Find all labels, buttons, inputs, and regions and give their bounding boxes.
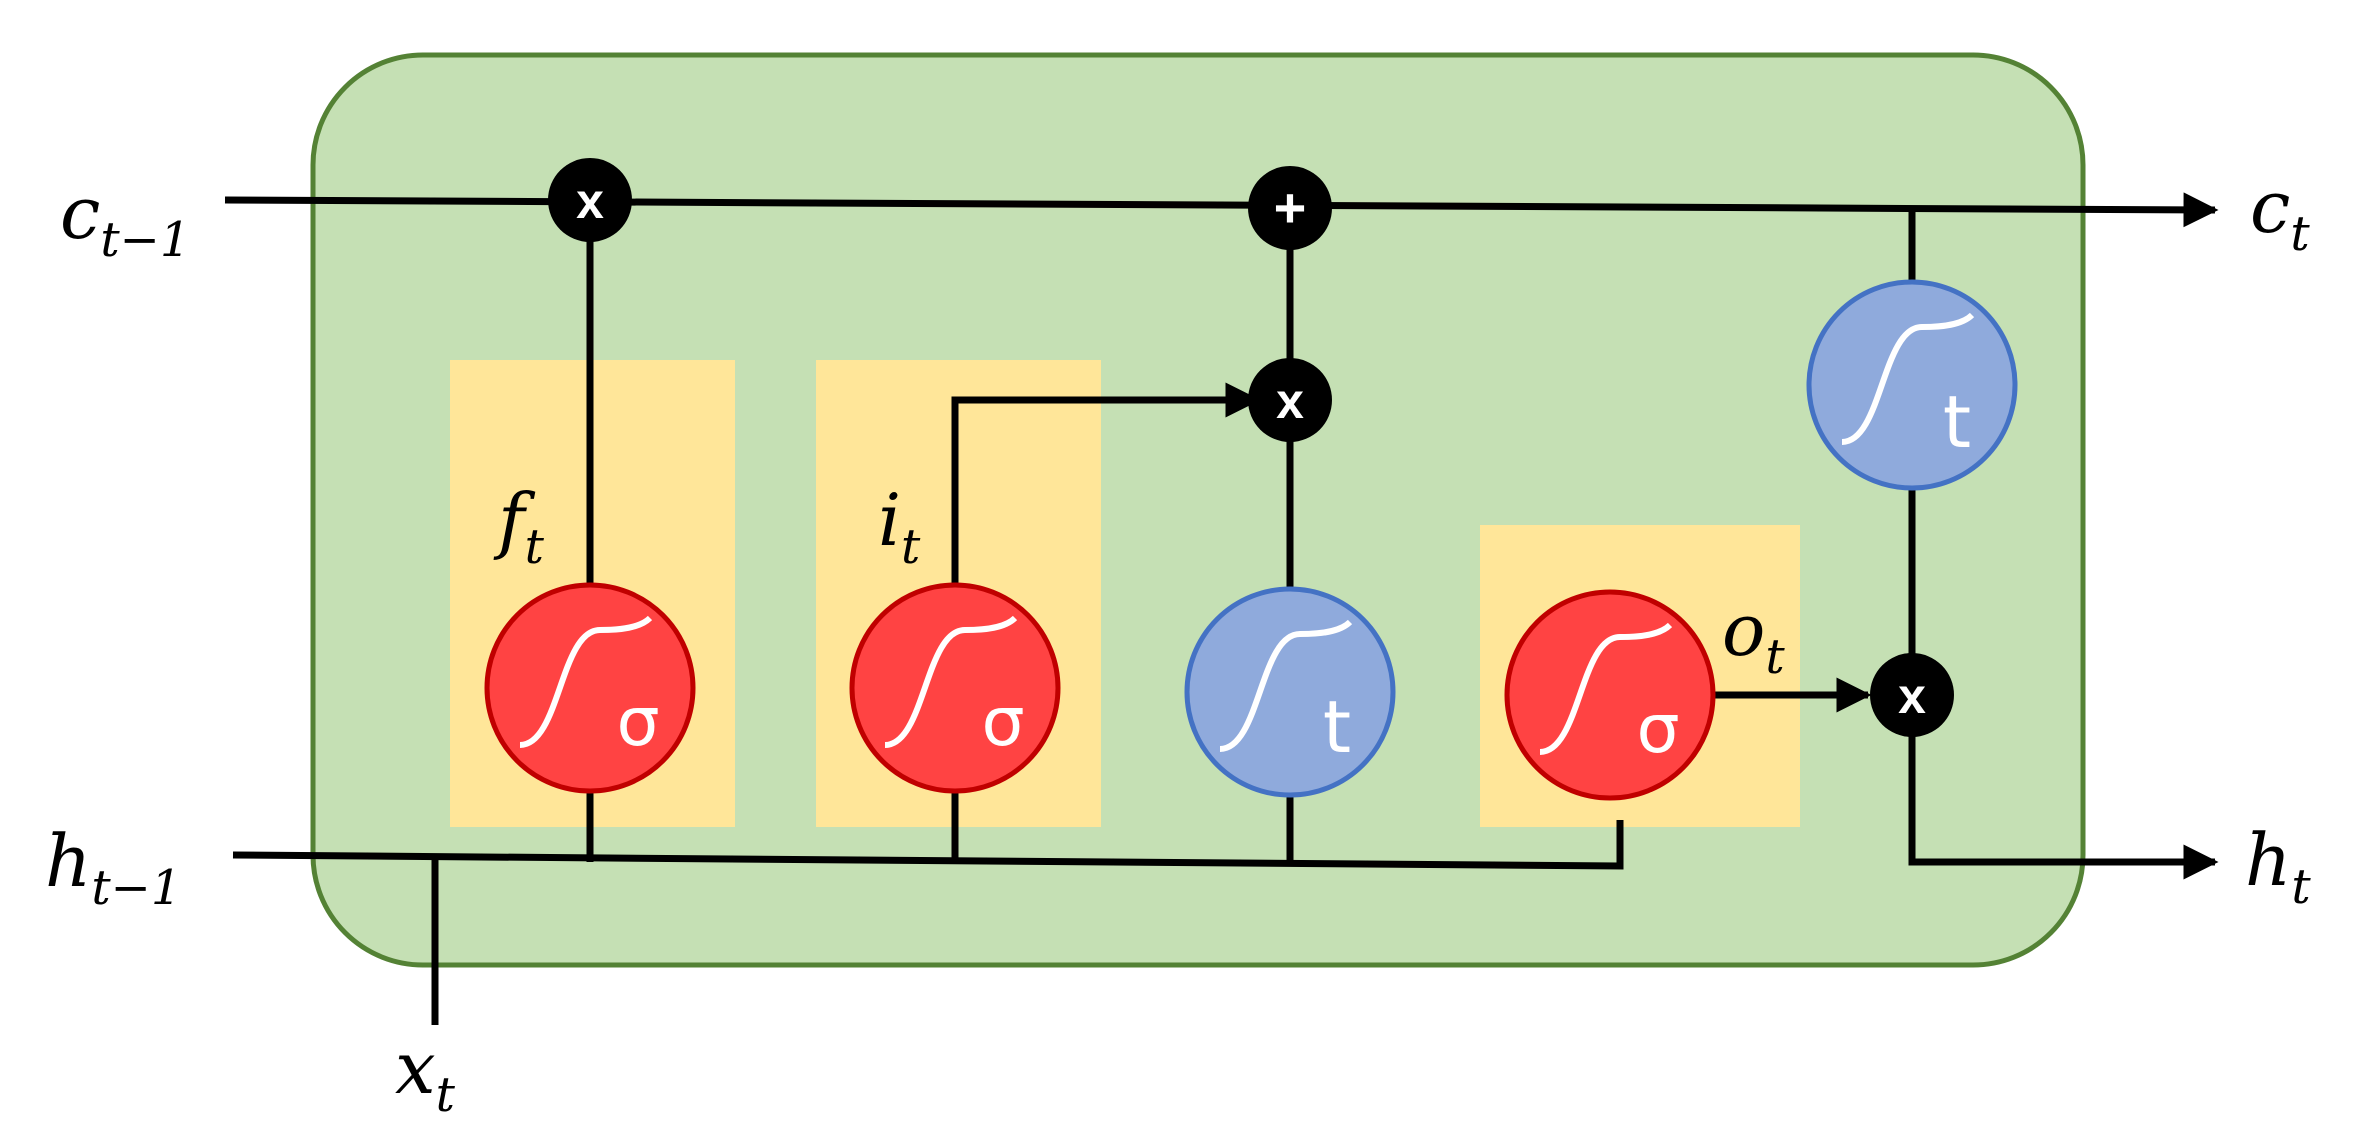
- label-c-t: ct: [2250, 165, 2310, 262]
- input-multiply-icon: x: [1248, 358, 1332, 442]
- output-tanh-icon: t: [1806, 279, 2018, 491]
- cell-add-icon: +: [1248, 166, 1332, 250]
- label-c-prev: ct−1: [60, 171, 190, 268]
- svg-text:t: t: [1943, 380, 1971, 464]
- svg-text:x: x: [576, 173, 604, 229]
- svg-text:x: x: [1898, 668, 1926, 724]
- label-h-t: ht: [2245, 818, 2311, 915]
- output-multiply-icon: x: [1870, 653, 1954, 737]
- svg-text:σ: σ: [981, 683, 1024, 762]
- label-i-t: it: [878, 478, 921, 575]
- label-h-prev: ht−1: [45, 819, 181, 916]
- svg-text:x: x: [1276, 373, 1304, 429]
- forget-multiply-icon: x: [548, 158, 632, 242]
- svg-text:σ: σ: [616, 683, 659, 762]
- output-sigmoid-icon: σ: [1504, 589, 1716, 801]
- candidate-tanh-icon: t: [1184, 586, 1396, 798]
- svg-text:+: +: [1274, 176, 1307, 239]
- hidden-input-line: [232, 820, 1624, 870]
- hidden-output-line: [1908, 695, 2219, 880]
- forget-sigmoid-icon: σ: [484, 582, 696, 794]
- label-o-t: ot: [1722, 588, 1785, 685]
- svg-text:σ: σ: [1636, 690, 1679, 769]
- label-x-t: xt: [395, 1026, 456, 1123]
- input-sigmoid-icon: σ: [849, 582, 1061, 794]
- svg-text:t: t: [1323, 685, 1351, 769]
